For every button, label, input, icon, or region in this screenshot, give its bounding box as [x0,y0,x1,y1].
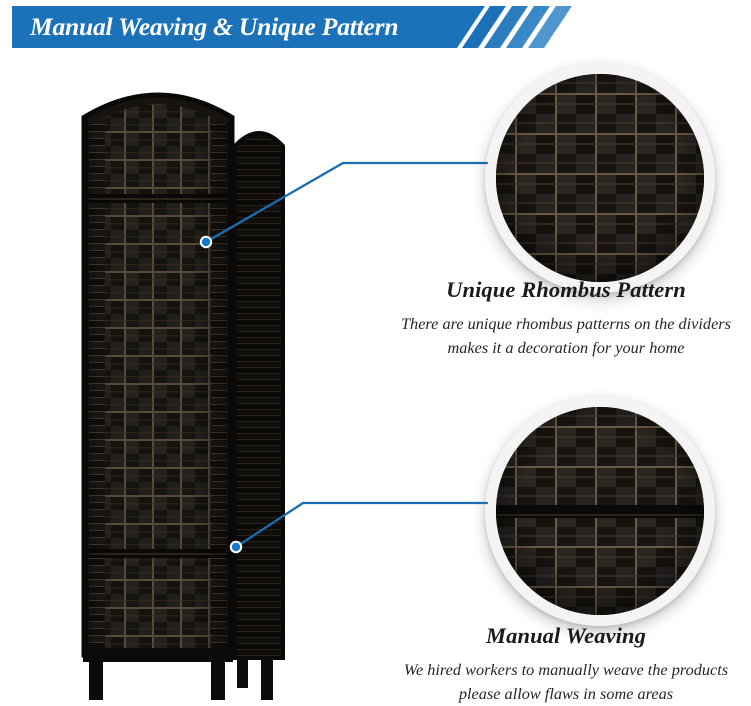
callout-body-weaving-line2: please allow flaws in some areas [458,684,674,703]
weave-closeup-manual [496,407,704,615]
callout-body-rhombus-line2: makes it a decoration for your home [447,338,685,357]
weave-closeup-rhombus [496,74,704,282]
callout-circle-weaving [485,396,715,626]
callout-text-weaving: Manual Weaving We hired workers to manua… [381,623,751,706]
divider-front-panel [81,92,235,658]
banner-background [12,6,485,48]
callout-body-weaving-line1: We hired workers to manually weave the p… [403,660,729,679]
callout-heading-rhombus: Unique Rhombus Pattern [446,277,686,302]
callout-heading-weaving: Manual Weaving [486,623,646,648]
callout-circle-rhombus-image [496,74,704,282]
callout-circle-rhombus [485,63,715,293]
divider-legs [83,648,233,700]
banner-shape [12,6,572,48]
callout-circle-weaving-image [496,407,704,615]
header-banner: Manual Weaving & Unique Pattern [0,0,751,62]
banner-stripes [462,6,572,48]
callout-body-rhombus-line1: There are unique rhombus patterns on the… [401,314,731,333]
product-image [55,62,345,700]
divider-back-panel [233,131,285,700]
room-divider-illustration [81,92,285,700]
callout-text-rhombus: Unique Rhombus Pattern There are unique … [381,277,751,360]
page-title: Manual Weaving & Unique Pattern [30,12,399,41]
